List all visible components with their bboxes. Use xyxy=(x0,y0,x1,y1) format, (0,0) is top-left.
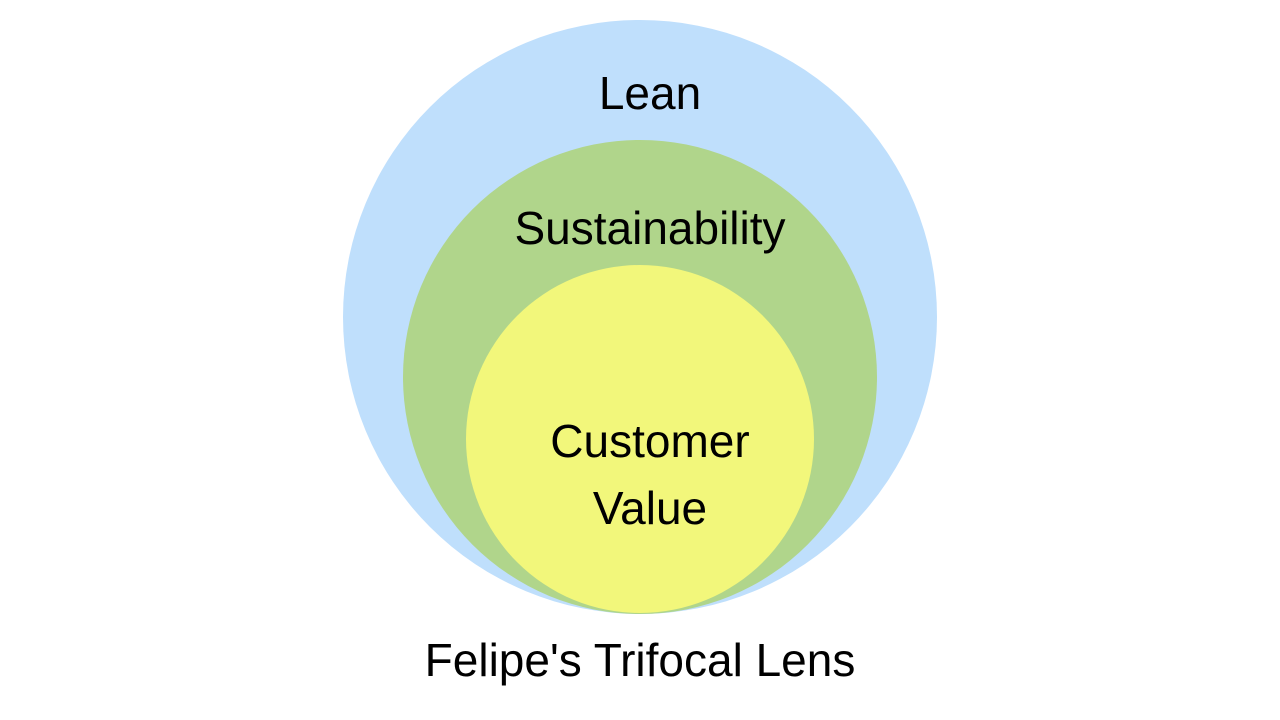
diagram-caption: Felipe's Trifocal Lens xyxy=(424,634,856,686)
customer-value-line-1: Customer xyxy=(550,415,750,467)
inner-circle-customer-value xyxy=(466,265,814,613)
customer-value-line-2: Value xyxy=(592,481,708,534)
sustainability-label: Sustainability xyxy=(514,202,786,254)
lean-label: Lean xyxy=(598,67,702,119)
customer-value-label: Customer Value xyxy=(550,408,749,541)
